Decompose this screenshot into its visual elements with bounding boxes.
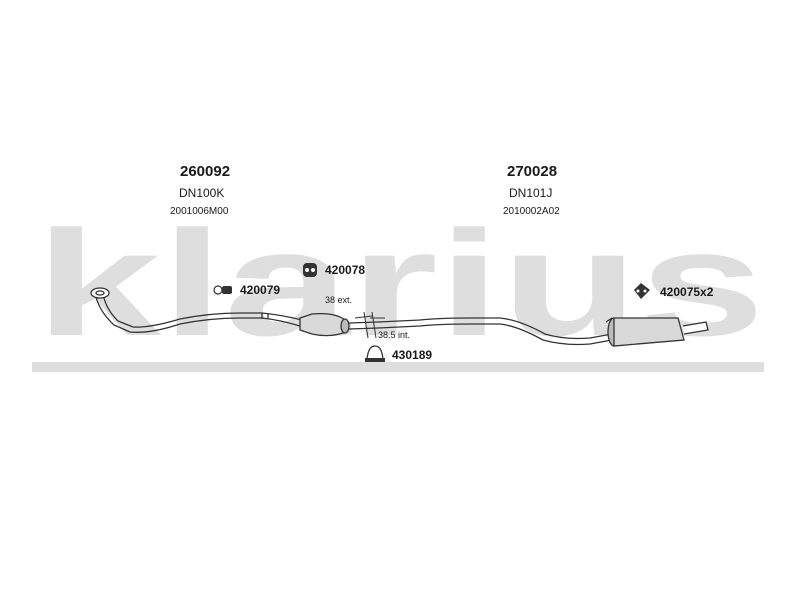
- rubber-mount-icon: [634, 283, 650, 299]
- rear-pipe: [377, 317, 613, 346]
- rubber-hanger-icon: [303, 263, 317, 277]
- dimension-ext: 38 ext.: [325, 295, 353, 305]
- tail-pipe: [682, 321, 709, 335]
- fitting-420079-label: 420079: [240, 283, 281, 297]
- assembly-2-ref: 2010002A02: [503, 206, 560, 217]
- silencer-body: [299, 312, 347, 337]
- rear-pipe-upper: [377, 317, 613, 340]
- hanger-hook: [605, 317, 613, 323]
- rear-silencer: [605, 317, 709, 347]
- front-pipe-upper: [95, 296, 301, 333]
- joint-marks: [354, 311, 385, 339]
- rear-silencer-body: [613, 317, 685, 347]
- flange-hole: [95, 290, 105, 296]
- dimension-int: 38.5 int.: [378, 330, 411, 340]
- bush-icon: [213, 285, 232, 295]
- assembly-1-ref: 2001006M00: [170, 206, 229, 217]
- assembly-1-code: DN100K: [179, 186, 225, 200]
- centre-silencer: [299, 312, 379, 337]
- pipe-joint: [261, 313, 269, 319]
- rear-pipe-lower: [377, 323, 613, 346]
- dim-lines: [354, 315, 385, 319]
- clamp-icon: [365, 345, 385, 362]
- joint-lines: [363, 311, 377, 339]
- assembly-1-part: 260092: [180, 163, 231, 180]
- watermark: klarius: [32, 199, 765, 372]
- fitting-420075x2-label: 420075x2: [660, 285, 714, 299]
- assembly-2-code: DN101J: [509, 186, 553, 200]
- flange: [90, 287, 110, 299]
- fitting-420078-label: 420078: [325, 263, 366, 277]
- watermark-underline: [32, 362, 764, 372]
- silencer-end: [340, 318, 350, 334]
- fitting-430189-label: 430189: [392, 348, 433, 362]
- front-pipe: [90, 287, 303, 333]
- assembly-2-part: 270028: [507, 163, 558, 180]
- front-pipe-lower: [103, 297, 303, 328]
